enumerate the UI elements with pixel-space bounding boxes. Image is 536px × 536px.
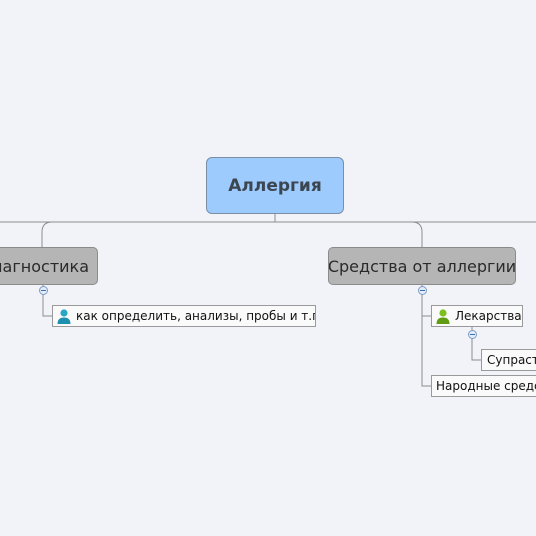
remedies-connector xyxy=(411,221,423,247)
diagnostics-child-connector xyxy=(42,285,52,317)
person-icon xyxy=(57,309,71,324)
root-topic-label: Аллергия xyxy=(228,175,322,196)
root-topic[interactable]: Аллергия xyxy=(206,157,344,214)
remedies-children-connector xyxy=(421,285,431,387)
collapse-remedies-toggle[interactable] xyxy=(417,286,427,295)
subtopic-how-to-detect[interactable]: как определить, анализы, пробы и т.п. xyxy=(52,305,316,327)
person-icon xyxy=(436,309,450,324)
topic-remedies-label: Средства от аллергии xyxy=(328,256,516,276)
diagnostics-connector xyxy=(41,221,53,247)
subtopic-drugs[interactable]: Лекарства xyxy=(431,305,523,327)
subtopic-suprastin-label: Супраст xyxy=(487,353,536,367)
subtopic-how-to-detect-label: как определить, анализы, пробы и т.п. xyxy=(76,309,316,323)
subtopic-folk-remedies[interactable]: Народные средс xyxy=(431,375,536,397)
topic-diagnostics-label: Диагностика xyxy=(0,256,89,276)
topic-remedies[interactable]: Средства от аллергии xyxy=(328,247,516,285)
collapse-diagnostics-toggle[interactable] xyxy=(38,286,48,295)
collapse-drugs-toggle[interactable] xyxy=(467,330,477,339)
subtopic-drugs-label: Лекарства xyxy=(455,309,522,323)
subtopic-suprastin[interactable]: Супраст xyxy=(481,349,536,371)
topic-diagnostics[interactable]: Диагностика xyxy=(0,247,98,285)
subtopic-folk-remedies-label: Народные средс xyxy=(436,379,536,393)
